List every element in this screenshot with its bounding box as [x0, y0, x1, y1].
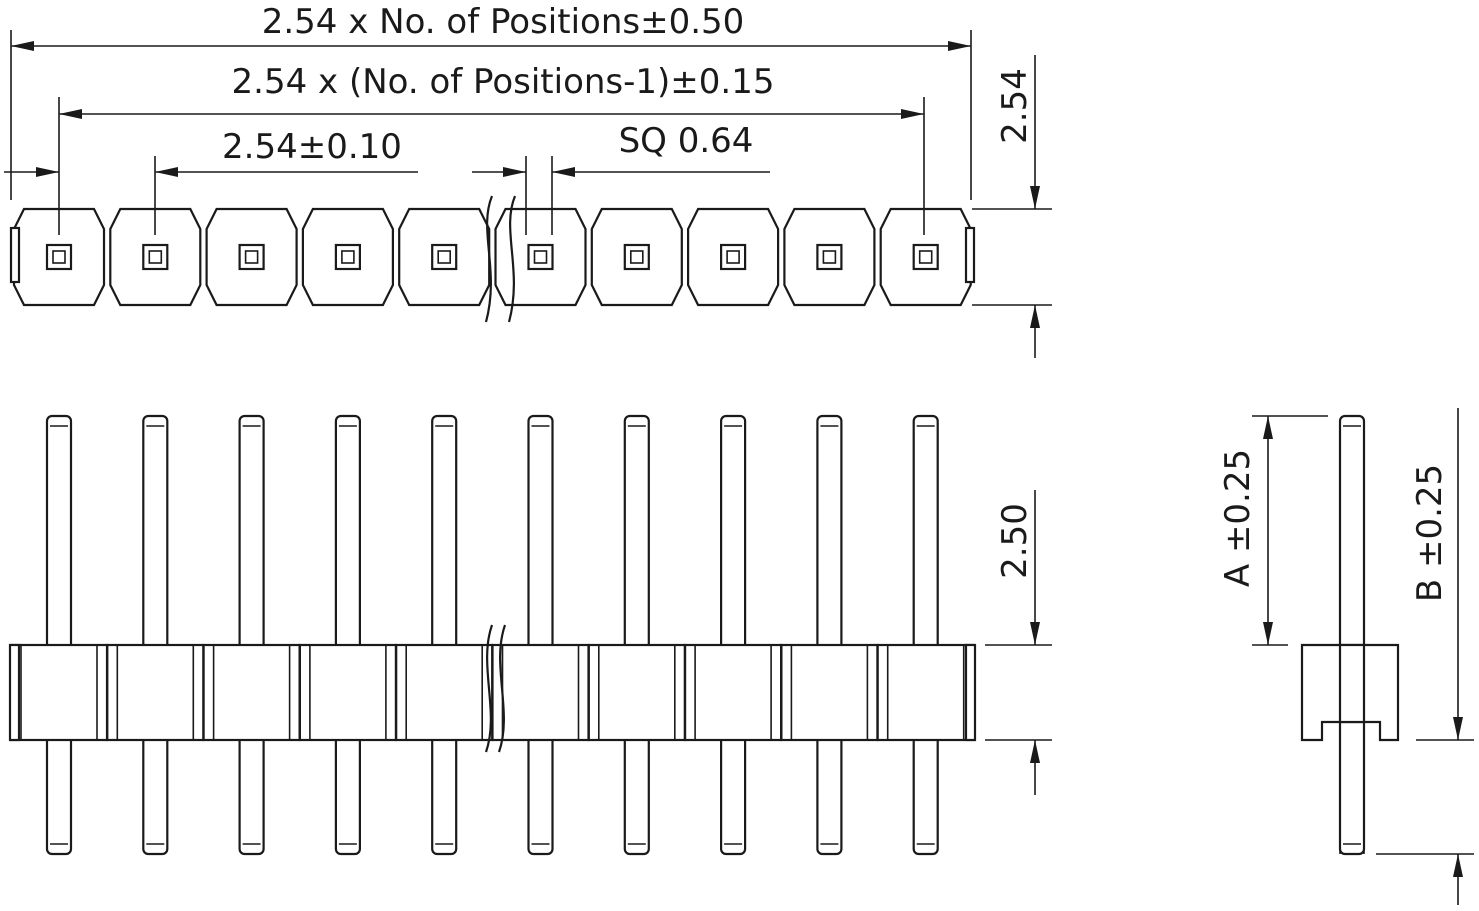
front-housing: [780, 643, 879, 742]
pitch-span-dimension: 2.54 x (No. of Positions-1)±0.15: [58, 62, 925, 235]
pin-square-inner: [244, 250, 259, 264]
front-housing: [395, 643, 494, 742]
front-pin: [527, 414, 554, 856]
front-housing: [876, 643, 975, 742]
front-housing: [587, 643, 686, 742]
pitch-dimension: 2.54±0.10: [4, 127, 418, 235]
top-housing: [205, 207, 298, 307]
right-end-tab: [964, 226, 976, 284]
front-housing: [9, 643, 109, 742]
top-view: [9, 195, 976, 323]
lower-pin-length-dimension: B ±0.25: [1376, 408, 1474, 905]
front-break-mark-right: [497, 624, 507, 753]
front-housing: [298, 643, 397, 742]
overall-length-label: 2.54 x No. of Positions±0.50: [262, 2, 745, 42]
upper-pin-length-dimension: A ±0.25: [1218, 415, 1328, 646]
top-housing: [879, 207, 972, 307]
front-pin: [238, 414, 265, 856]
top-housing: [398, 207, 491, 307]
front-housing: [106, 643, 205, 742]
side-pin: [1338, 414, 1366, 856]
body-width-label: 2.54: [995, 68, 1035, 144]
front-housing: [491, 643, 590, 742]
pitch-span-label: 2.54 x (No. of Positions-1)±0.15: [232, 62, 775, 102]
break-mark-left: [484, 195, 494, 323]
left-end-tab: [9, 226, 21, 284]
pin-square-outer: [142, 243, 169, 271]
top-housing: [494, 207, 587, 307]
pin-square-inner: [148, 250, 163, 264]
front-pin: [912, 414, 939, 856]
pin-square-outer: [431, 243, 458, 271]
pin-square-outer: [719, 243, 747, 271]
front-housing: [683, 643, 783, 742]
front-pin: [45, 414, 73, 856]
pin-square-inner: [918, 250, 933, 264]
overall-length-dimension: 2.54 x No. of Positions±0.50: [10, 2, 972, 200]
pin-square-inner: [822, 250, 837, 264]
front-pin: [719, 414, 747, 856]
side-view: [1300, 414, 1400, 856]
pin-square-outer: [912, 243, 939, 271]
pin-square-inner: [341, 250, 355, 264]
front-break-mark-left: [484, 624, 494, 753]
front-pin: [431, 414, 458, 856]
pin-square-outer: [334, 243, 361, 271]
body-height-dimension: 2.50: [985, 490, 1052, 795]
body-width-dimension: 2.54: [972, 55, 1052, 358]
pitch-label: 2.54±0.10: [222, 127, 402, 167]
pin-square-inner: [629, 250, 644, 264]
front-view: [8, 414, 977, 856]
pin-square-dimension: SQ 0.64: [472, 121, 770, 235]
break-mark-right: [507, 195, 517, 323]
top-housing: [301, 207, 394, 307]
front-pin: [142, 414, 169, 856]
top-housing: [109, 207, 202, 307]
upper-pin-length-label: A ±0.25: [1218, 449, 1258, 587]
lower-pin-length-label: B ±0.25: [1410, 464, 1450, 602]
pin-square-inner: [726, 250, 740, 264]
pin-square-outer: [527, 243, 554, 271]
pin-square-outer: [238, 243, 265, 271]
front-pin: [816, 414, 843, 856]
top-housing: [686, 207, 780, 307]
front-left-end-tab: [8, 643, 21, 742]
pin-square-inner: [437, 250, 452, 264]
pin-square-inner: [533, 250, 548, 264]
pin-square-outer: [45, 243, 73, 271]
top-housing: [783, 207, 876, 307]
front-pin: [334, 414, 361, 856]
pin-square-label: SQ 0.64: [619, 121, 754, 161]
front-housing: [202, 643, 301, 742]
front-pin: [623, 414, 650, 856]
front-right-end-tab: [964, 643, 977, 742]
pin-square-outer: [816, 243, 843, 271]
pin-square-inner: [52, 250, 66, 264]
body-height-label: 2.50: [995, 503, 1035, 579]
side-pin-through-housing: [1338, 643, 1366, 724]
pin-square-outer: [623, 243, 650, 271]
top-housing: [590, 207, 683, 307]
